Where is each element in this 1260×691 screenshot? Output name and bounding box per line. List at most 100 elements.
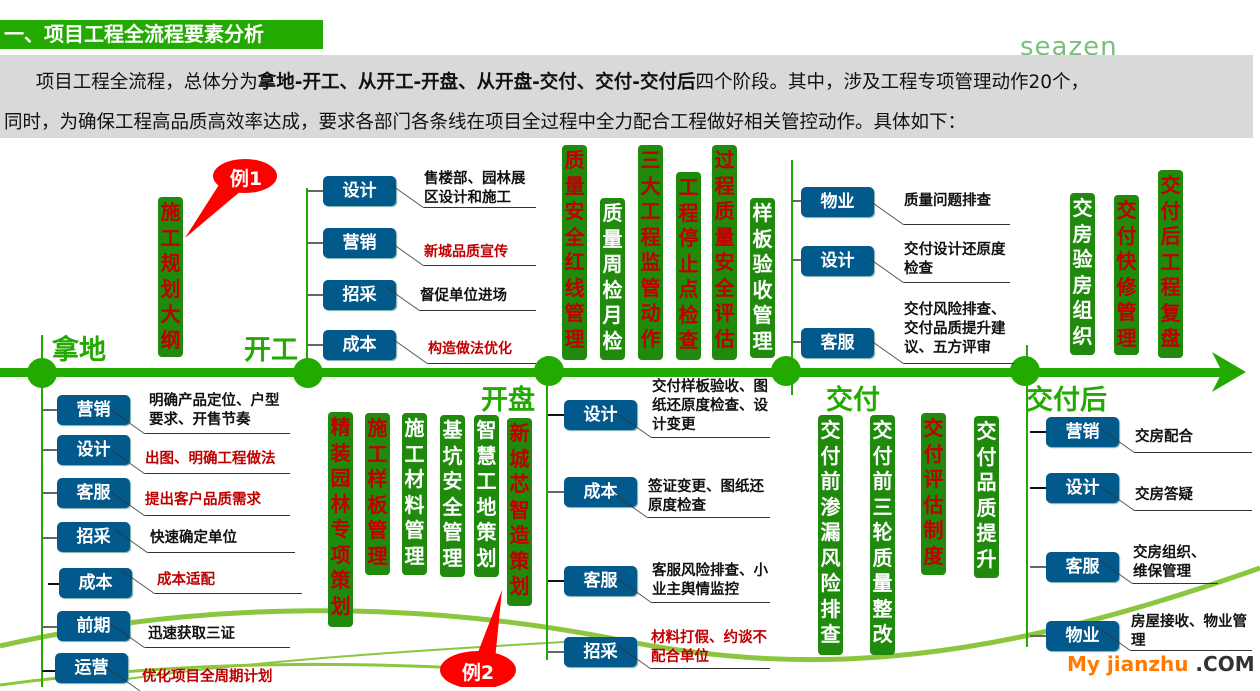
dept-box: 成本 <box>323 330 396 360</box>
callout-label-1: 例1 <box>229 168 263 190</box>
action-box: 施工样板管理 <box>365 413 390 575</box>
dept-note: 明确产品定位、户型要求、开售节奏 <box>111 392 290 434</box>
dept-box: 营销 <box>323 228 396 258</box>
connector-tick <box>42 492 58 494</box>
dept-note: 签证变更、图纸还原度检查 <box>614 478 770 518</box>
action-box: 样板验收管理 <box>750 198 775 358</box>
dept-box: 设计 <box>801 246 874 276</box>
dept-note: 成本适配 <box>121 570 302 594</box>
action-box: 质量周检月检 <box>600 198 625 360</box>
action-box: 施工规划大纲 <box>158 197 183 357</box>
stage-node <box>1010 356 1040 386</box>
intro-text: 项目工程全流程，总体分为 <box>35 72 258 93</box>
dept-note: 售楼部、园林展区设计和施工 <box>390 170 536 208</box>
connector-tick <box>307 294 323 296</box>
action-box: 智慧工地策划 <box>474 415 499 577</box>
connector-tick <box>42 449 58 451</box>
dept-box: 招采 <box>323 280 396 310</box>
callout-label-2: 例2 <box>461 662 495 684</box>
timeline-arrow-head <box>1212 352 1246 392</box>
dept-note: 快速确定单位 <box>114 529 295 553</box>
timeline-arrow-shaft <box>0 368 1225 377</box>
connector-tick <box>307 242 323 244</box>
stage-label: 交付后 <box>1026 385 1107 416</box>
connector-tick <box>42 670 58 672</box>
connector-tick <box>1030 487 1046 489</box>
callout-bubble-2 <box>440 651 516 687</box>
connector-tick <box>792 341 808 343</box>
action-box: 交付品质提升 <box>974 416 999 578</box>
action-box: 交付评估制度 <box>921 413 946 575</box>
callout-pointer <box>475 590 502 660</box>
connector-line <box>41 385 43 687</box>
dept-note: 迅速获取三证 <box>111 624 290 648</box>
connector-line <box>1026 385 1028 647</box>
action-box: 交付后工程复盘 <box>1158 170 1183 358</box>
dept-note: 材料打假、约谈不配合单位 <box>617 629 770 669</box>
dept-note: 房屋接收、物业管理 <box>1097 613 1252 651</box>
connector-line <box>546 385 548 660</box>
stage-label: 交付 <box>826 385 880 416</box>
connector-tick <box>792 259 808 261</box>
connector-tick <box>42 626 58 628</box>
dept-note: 质量问题排查 <box>870 192 1010 225</box>
stage-node <box>771 356 801 386</box>
watermark-brand: My jianzhu <box>1067 652 1189 676</box>
stage-label: 开盘 <box>481 385 535 416</box>
connector-tick <box>548 414 564 416</box>
dept-note: 新城品质宣传 <box>390 242 536 266</box>
action-box: 交付前渗漏风险排查 <box>818 415 843 655</box>
action-box: 三大工程监管动作 <box>638 145 663 360</box>
stage-node <box>293 358 323 388</box>
dept-note: 提出客户品质需求 <box>111 491 290 516</box>
action-box: 新城芯智造策划 <box>507 418 532 606</box>
connector-tick <box>42 409 58 411</box>
dept-note: 构造做法优化 <box>394 340 536 364</box>
connector-tick <box>307 344 323 346</box>
watermark-suffix: .COM <box>1188 652 1255 676</box>
connector-tick <box>548 491 564 493</box>
dept-note: 出图、明确工程做法 <box>111 450 290 474</box>
connector-tick <box>548 651 564 653</box>
connector-tick <box>1030 566 1046 568</box>
action-box: 交付前三轮质量整改 <box>870 415 895 655</box>
dept-note: 督促单位进场 <box>386 287 536 311</box>
connector-tick <box>1030 431 1046 433</box>
dept-box: 物业 <box>801 187 874 217</box>
watermark: My jianzhu .COM <box>1067 652 1255 676</box>
connector-line <box>41 335 43 359</box>
connector-line <box>791 160 793 395</box>
dept-note: 交付风险排查、交付品质提升建议、五方评审 <box>870 301 1014 364</box>
dept-box: 成本 <box>59 568 132 598</box>
intro-paragraph: 项目工程全流程，总体分为拿地-开工、从开工-开盘、从开盘-交付、交付-交付后四个… <box>0 55 1253 138</box>
connector-tick <box>792 200 808 202</box>
dept-box: 客服 <box>801 328 874 358</box>
action-box: 质量安全红线管理 <box>562 145 587 360</box>
action-box: 交付快修管理 <box>1114 195 1139 355</box>
connector-line <box>306 188 308 363</box>
stage-node <box>534 356 564 386</box>
callout-bubble-1 <box>213 159 277 193</box>
intro-text: 同时，为确保工程高品质高效率达成，要求各部门各条线在项目全过程中全力配合工程做好… <box>4 112 967 133</box>
connector-tick <box>42 537 58 539</box>
connector-tick <box>548 580 564 582</box>
action-box: 交房验房组织 <box>1070 193 1095 355</box>
action-box: 精装园林专项策划 <box>328 412 353 627</box>
action-box: 基坑安全管理 <box>440 415 465 577</box>
action-box: 施工材料管理 <box>402 413 427 575</box>
dept-note: 客服风险排查、小业主舆情监控 <box>618 562 770 603</box>
action-box: 过程质量安全评估 <box>712 145 737 360</box>
dept-box: 设计 <box>323 176 396 206</box>
callout-pointer <box>185 180 248 238</box>
decor-curve <box>119 639 601 681</box>
dept-note: 交付设计还原度检查 <box>870 241 1010 283</box>
dept-note: 交房答疑 <box>1101 486 1252 511</box>
action-box: 工程停止点检查 <box>676 172 701 360</box>
connector-tick <box>48 583 64 585</box>
dept-note: 交房组织、维保管理 <box>1099 544 1218 584</box>
stage-label: 拿地 <box>52 335 106 366</box>
stage-label: 开工 <box>244 335 298 366</box>
intro-text: 四个阶段。其中，涉及工程专项管理动作20个， <box>695 72 1090 93</box>
connector-line <box>1026 345 1028 359</box>
